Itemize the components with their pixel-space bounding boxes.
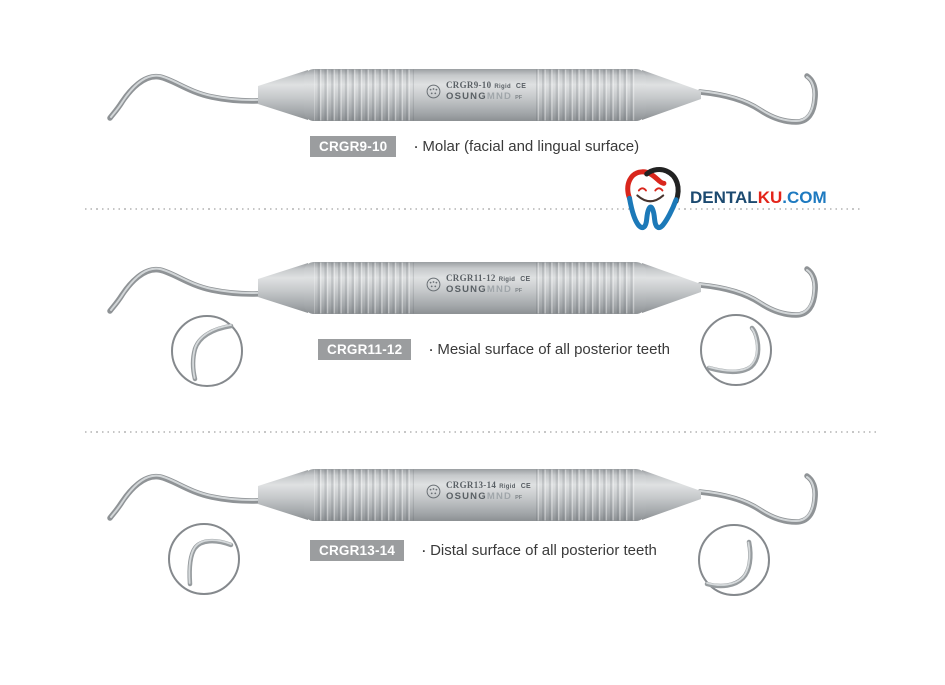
engraving-pf: PF: [515, 495, 523, 501]
brand-name-ku: KU: [757, 188, 783, 207]
tip-detail-circle-left: [171, 315, 243, 387]
brand-logo: DENTALKU.COM: [615, 164, 827, 232]
separator-dotted-line: [85, 208, 860, 210]
ce-mark: CE: [515, 83, 527, 90]
engraving-brand-suffix: MND: [486, 284, 513, 295]
tooth-logo-icon: [625, 166, 681, 230]
product-code-badge: CRGR9-10: [310, 136, 397, 157]
engraving-pf: PF: [515, 95, 523, 101]
bullet-dot: ·: [414, 139, 419, 154]
product-code-badge: CRGR11-12: [318, 339, 412, 360]
product-description-text: Mesial surface of all posterior teeth: [437, 341, 670, 358]
engraving-brand: OSUNG: [446, 284, 487, 295]
engraving-grade: Rigid: [499, 484, 516, 490]
engraving-brand-suffix: MND: [486, 491, 513, 502]
product-description: ·Distal surface of all posterior teeth: [422, 542, 657, 559]
osung-logo-icon: [426, 277, 441, 292]
engraving-code: CRGR9-10: [446, 80, 492, 90]
osung-logo-icon: [426, 484, 441, 499]
product-description: ·Molar (facial and lingual surface): [414, 138, 639, 155]
engraving-code: CRGR11-12: [446, 273, 496, 283]
engraving-brand-suffix: MND: [486, 91, 513, 102]
product-description-text: Distal surface of all posterior teeth: [430, 542, 657, 559]
bullet-dot: ·: [429, 342, 434, 357]
brand-name: DENTALKU.COM: [690, 188, 827, 208]
tip-detail-circle-left: [168, 523, 240, 595]
product-description-text: Molar (facial and lingual surface): [422, 138, 640, 155]
brand-name-dental: DENTAL: [690, 188, 758, 207]
engraving-brand: OSUNG: [446, 91, 487, 102]
engraving-brand: OSUNG: [446, 491, 487, 502]
engraving-grade: Rigid: [494, 84, 511, 90]
engraving-grade: Rigid: [498, 277, 516, 283]
bullet-dot: ·: [422, 543, 427, 558]
tip-detail-circle-right: [698, 524, 770, 596]
brand-name-com: .COM: [782, 188, 827, 207]
product-row-1-label-line: CRGR9-10 ·Molar (facial and lingual surf…: [310, 136, 639, 157]
product-description: ·Mesial surface of all posterior teeth: [429, 341, 670, 358]
product-row-2-label-line: CRGR11-12 ·Mesial surface of all posteri…: [318, 339, 670, 360]
tip-detail-circle-right: [700, 314, 772, 386]
separator-dotted-line: [85, 431, 878, 433]
ce-mark: CE: [520, 483, 532, 490]
ce-mark: CE: [520, 276, 531, 283]
engraving-code: CRGR13-14: [446, 480, 497, 490]
product-code-badge: CRGR13-14: [310, 540, 405, 561]
product-row-3-label-line: CRGR13-14 ·Distal surface of all posteri…: [310, 540, 657, 561]
engraving-pf: PF: [515, 288, 523, 294]
osung-logo-icon: [426, 84, 441, 99]
